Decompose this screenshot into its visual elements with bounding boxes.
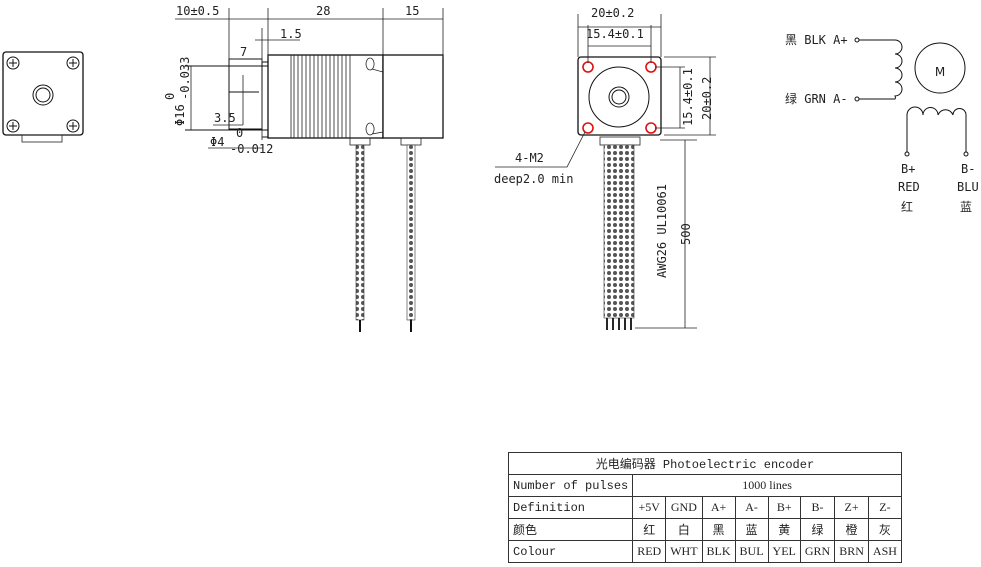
mounting-hole-icon (582, 61, 594, 73)
dim-shaft-extension: 10±0.5 (176, 4, 219, 18)
table-cell: +5V (632, 496, 667, 519)
svg-text:Φ16: Φ16 (173, 104, 187, 126)
wire-b-plus-label: B+ (901, 162, 915, 176)
dim-shoulder: 1.5 (280, 27, 302, 41)
dim-hole-spacing-horizontal: 15.4±0.1 (586, 27, 644, 41)
dim-body-length: 28 (316, 4, 330, 18)
table-cell: GRN (799, 540, 836, 563)
wiring-diagram: 黑 BLK A+ 绿 GRN A- M B+ RED 红 B- BLU 蓝 (785, 33, 979, 214)
table-cell: A- (734, 496, 769, 519)
dim-hole-spacing-vertical: 15.4±0.1 (681, 68, 695, 126)
cable-length: 500 (679, 223, 693, 245)
table-row: 光电编码器 Photoelectric encoder (508, 452, 902, 475)
table-cell: A+ (701, 496, 736, 519)
screw-icon (66, 119, 80, 133)
table-row: 颜色 红白黑蓝黄绿橙灰 (507, 518, 902, 541)
wire-a-plus-label: 黑 BLK A+ (785, 33, 848, 47)
mounting-hole-icon (645, 122, 657, 134)
wire-b-minus-cn: 蓝 (960, 200, 972, 214)
mounting-hole-icon (582, 122, 594, 134)
dim-shaft-diameter: Φ4 0 -0.012 (210, 126, 273, 156)
table-cell: 黄 (767, 518, 801, 541)
table-title: 光电编码器 Photoelectric encoder (508, 452, 902, 475)
hole-depth: deep2.0 min (494, 172, 573, 186)
svg-text:Φ4: Φ4 (210, 135, 224, 149)
table-cell: 黑 (701, 518, 736, 541)
svg-text:0: 0 (236, 126, 243, 140)
table-cell: GND (665, 496, 703, 519)
table-cell: B- (799, 496, 836, 519)
cable-spec: AWG26 UL10061 (655, 184, 669, 278)
definition-label: Definition (507, 496, 634, 519)
table-cell: BRN (834, 540, 869, 563)
dim-shaft-length: 7 (240, 45, 247, 59)
dim-rear-length: 15 (405, 4, 419, 18)
table-cell: 蓝 (734, 518, 769, 541)
wire-b-plus-cn: 红 (901, 199, 913, 214)
dim-flat: 3.5 (214, 111, 236, 125)
table-cell: 绿 (799, 518, 836, 541)
table-cell: B+ (767, 496, 801, 519)
colour-label: Colour (507, 540, 634, 563)
svg-text:-0.012: -0.012 (230, 142, 273, 156)
wire-a-minus-label: 绿 GRN A- (785, 91, 848, 106)
table-cell: 灰 (867, 518, 902, 541)
screw-icon (66, 56, 80, 70)
pulses-value: 1000 lines (632, 474, 902, 497)
table-cell: BUL (734, 540, 769, 563)
front-view: 20±0.2 15.4±0.1 15.4±0.1 20±0.2 4-M2 dee… (494, 6, 716, 330)
table-cell: ASH (867, 540, 902, 563)
mounting-hole-icon (645, 61, 657, 73)
wire-b-plus-color: RED (898, 180, 920, 194)
table-cell: BLK (701, 540, 736, 563)
rear-end-view (2, 51, 84, 143)
table-cell: YEL (767, 540, 801, 563)
screw-icon (6, 119, 20, 133)
table-cell: WHT (665, 540, 703, 563)
hole-callout: 4-M2 (515, 151, 544, 165)
encoder-table: 光电编码器 Photoelectric encoder Number of pu… (507, 452, 902, 563)
svg-text:0: 0 (163, 93, 177, 100)
wire-b-minus-color: BLU (957, 180, 979, 194)
side-view: 10±0.5 28 15 1.5 7 3.5 Φ16 0 -0.033 Φ4 0… (163, 4, 444, 332)
dim-front-height: 20±0.2 (700, 77, 714, 120)
screw-icon (6, 56, 20, 70)
motor-symbol-icon: M (914, 42, 966, 94)
wire-b-minus-label: B- (961, 162, 975, 176)
pulses-label: Number of pulses (507, 474, 634, 497)
table-cell: Z- (867, 496, 902, 519)
table-cell: 红 (632, 518, 667, 541)
table-cell: Z+ (834, 496, 869, 519)
color-cn-label: 颜色 (507, 518, 634, 541)
table-cell: RED (632, 540, 667, 563)
dim-front-width: 20±0.2 (591, 6, 634, 20)
dim-pilot-diameter: Φ16 0 -0.033 (163, 57, 192, 126)
svg-text:M: M (935, 65, 945, 79)
table-cell: 橙 (834, 518, 869, 541)
table-cell: 白 (665, 518, 703, 541)
svg-text:-0.033: -0.033 (178, 57, 192, 100)
